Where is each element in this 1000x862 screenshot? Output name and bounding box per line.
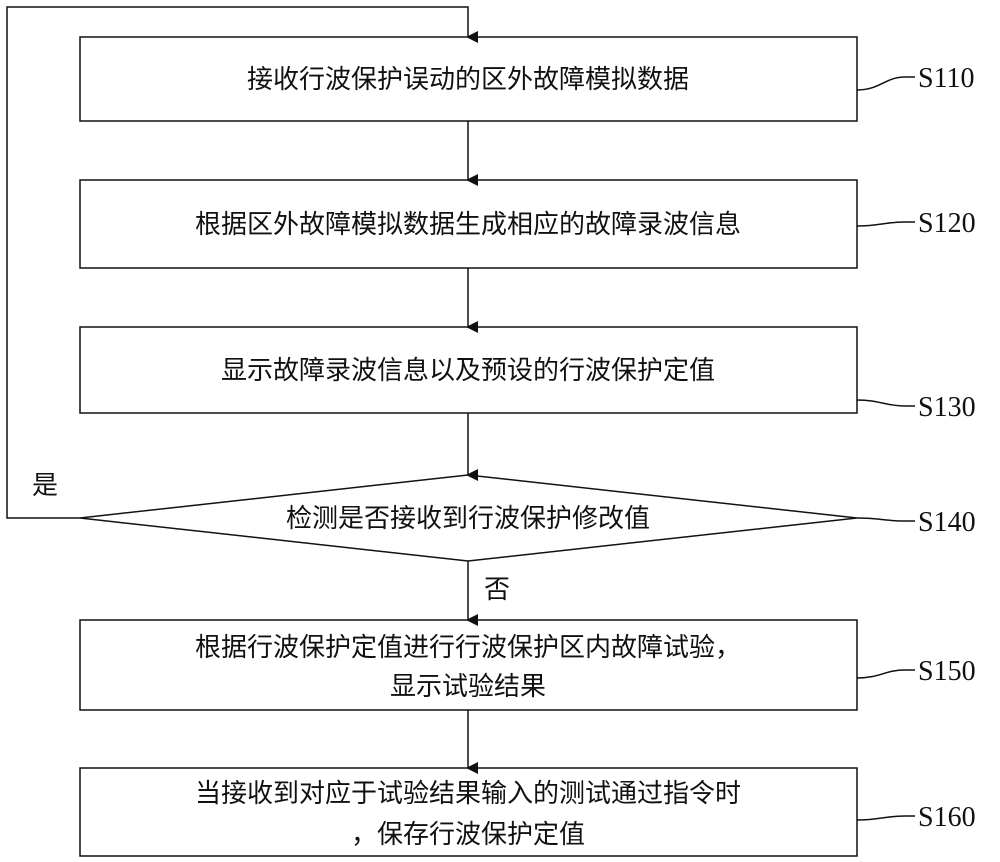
step-text-s130: 显示故障录波信息以及预设的行波保护定值 bbox=[221, 356, 715, 386]
step-text-s160-line2: ，保存行波保护定值 bbox=[351, 820, 585, 850]
step-label-s140: S140 bbox=[918, 507, 976, 538]
leader-s140 bbox=[856, 517, 915, 522]
leader-s110 bbox=[856, 76, 915, 91]
branch-label-yes: 是 bbox=[32, 471, 58, 501]
step-label-s120: S120 bbox=[918, 208, 976, 239]
step-text-s150-line2: 显示试验结果 bbox=[390, 672, 546, 702]
leader-s150 bbox=[856, 669, 915, 679]
step-text-s120: 根据区外故障模拟数据生成相应的故障录波信息 bbox=[195, 210, 741, 240]
yes-loop-path bbox=[6, 6, 478, 519]
step-text-s160-line1: 当接收到对应于试验结果输入的测试通过指令时 bbox=[195, 779, 741, 809]
step-text-s110: 接收行波保护误动的区外故障模拟数据 bbox=[247, 65, 689, 95]
step-label-s110: S110 bbox=[918, 63, 975, 94]
branch-label-no: 否 bbox=[484, 575, 510, 605]
step-label-s130: S130 bbox=[918, 392, 976, 423]
leader-s160 bbox=[856, 815, 915, 821]
step-label-s160: S160 bbox=[918, 802, 976, 833]
step-label-s150: S150 bbox=[918, 656, 976, 687]
step-text-s140: 检测是否接收到行波保护修改值 bbox=[286, 504, 650, 534]
step-text-s150-line1: 根据行波保护定值进行行波保护区内故障试验， bbox=[195, 633, 741, 663]
leader-s120 bbox=[856, 221, 915, 227]
leader-s130 bbox=[856, 399, 915, 407]
